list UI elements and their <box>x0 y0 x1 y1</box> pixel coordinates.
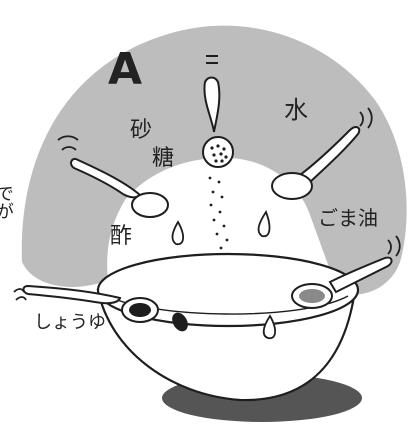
vinegar-drop <box>172 222 183 244</box>
sugar-label-line1: 砂 <box>130 120 152 142</box>
sugar-grains <box>209 177 229 250</box>
sesame-oil-label: ごま油 <box>318 208 378 228</box>
vinegar-label: 酢 <box>110 226 132 248</box>
water-drop <box>259 212 270 236</box>
soy-sauce-label: しょうゆ <box>34 314 106 332</box>
sugar-label-line2: 糖 <box>152 148 174 170</box>
cropped-edge-text: でが <box>0 184 12 220</box>
water-label: 水 <box>284 98 308 122</box>
panel-letter: A <box>108 48 142 92</box>
